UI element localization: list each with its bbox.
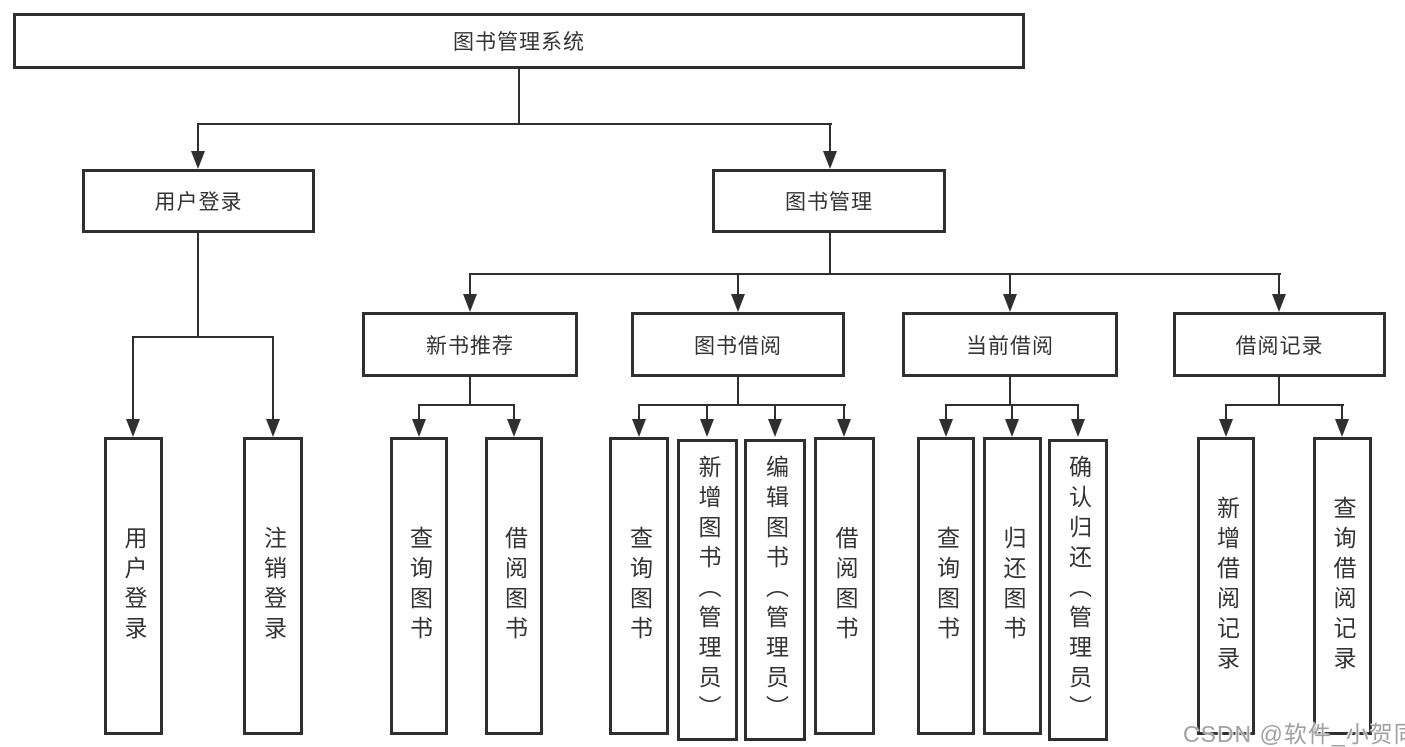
node-library-system: 图书管理系统 [13,13,1025,69]
leaf-label: 借阅图书 [501,526,528,646]
arrow-down-icon [412,419,426,437]
arrow-down-icon [1272,294,1286,312]
connector-line [945,404,947,421]
leaf-query-books-current: 查询图书 [917,437,975,735]
leaf-label: 查询借阅记录 [1330,496,1356,676]
node-borrowing-records: 借阅记录 [1173,312,1386,377]
connector-line [132,336,274,338]
leaf-label: 确认归还（管理员） [1065,455,1092,725]
connector-line [737,273,739,297]
arrow-down-icon [1071,419,1085,437]
leaf-add-books-admin: 新增图书（管理员） [677,439,738,741]
node-user-login: 用户登录 [82,169,315,233]
leaf-label: 查询图书 [406,526,433,646]
node-label: 用户登录 [154,191,243,214]
leaf-user-login: 用户登录 [104,437,163,735]
connector-line [1225,404,1227,421]
node-label: 当前借阅 [966,334,1054,358]
leaf-add-borrow-record: 新增借阅记录 [1197,437,1255,735]
arrow-down-icon [1005,419,1019,437]
connector-line [1077,404,1079,421]
connector-line [829,233,831,275]
arrow-down-icon [731,294,745,312]
connector-line [469,377,471,406]
leaf-label: 查询图书 [626,526,653,646]
connector-line [197,123,199,155]
leaf-confirm-return-admin: 确认归还（管理员） [1048,439,1108,741]
leaf-query-books-borrowing: 查询图书 [609,437,669,735]
connector-line [829,123,831,155]
connector-line [418,404,515,406]
leaf-edit-books-admin: 编辑图书（管理员） [744,439,806,741]
connector-line [469,273,1281,275]
arrow-down-icon [126,419,140,437]
arrow-down-icon [1219,419,1233,437]
arrow-down-icon [463,294,477,312]
connector-line [518,69,520,125]
connector-line [706,404,708,421]
node-label: 图书管理 [785,191,873,214]
leaf-label: 借阅图书 [832,526,858,646]
connector-line [843,404,845,421]
csdn-watermark: CSDN @软件_小贺同学 [1183,721,1405,747]
leaf-borrow-books-recommend: 借阅图书 [485,437,543,735]
arrow-down-icon [1003,294,1017,312]
connector-line [272,336,274,421]
arrow-down-icon [700,419,714,437]
arrow-down-icon [191,151,205,169]
arrow-down-icon [939,419,953,437]
arrow-down-icon [632,419,646,437]
arrow-down-icon [266,419,280,437]
leaf-label: 新增借阅记录 [1213,496,1240,676]
connector-line [1278,377,1280,406]
node-current-borrowing: 当前借阅 [902,312,1118,377]
leaf-label: 注销登录 [260,526,287,646]
connector-line [1011,404,1013,421]
arrow-down-icon [768,419,782,437]
arrow-down-icon [507,419,521,437]
connector-line [638,404,846,406]
node-book-borrowing: 图书借阅 [631,312,845,377]
connector-line [197,123,832,125]
node-label: 借阅记录 [1235,334,1324,358]
node-book-management: 图书管理 [712,169,946,233]
node-label: 新书推荐 [426,334,514,358]
arrow-down-icon [823,151,837,169]
connector-line [774,404,776,421]
connector-line [513,404,515,421]
connector-line [638,404,640,421]
leaf-logout: 注销登录 [243,437,303,735]
leaf-borrow-books-borrowing: 借阅图书 [814,437,875,735]
leaf-label: 用户登录 [121,526,147,646]
leaf-return-books: 归还图书 [983,437,1042,735]
connector-line [737,377,739,406]
connector-line [1009,377,1011,406]
node-label: 图书借阅 [694,334,782,358]
leaf-label: 编辑图书（管理员） [762,455,789,725]
connector-line [132,336,134,421]
arrow-down-icon [1335,419,1349,437]
connector-line [418,404,420,421]
leaf-query-books-recommend: 查询图书 [390,437,448,735]
leaf-label: 归还图书 [1000,526,1026,646]
node-label: 图书管理系统 [453,31,585,54]
connector-line [1009,273,1011,297]
connector-line [1225,404,1344,406]
leaf-query-borrow-record: 查询借阅记录 [1313,437,1372,735]
connector-line [469,273,471,297]
arrow-down-icon [837,419,851,437]
connector-line [197,233,199,338]
node-new-book-recommend: 新书推荐 [362,312,578,377]
connector-line [1278,273,1280,297]
leaf-label: 新增图书（管理员） [695,455,721,725]
leaf-label: 查询图书 [933,526,960,646]
connector-line [1341,404,1343,421]
